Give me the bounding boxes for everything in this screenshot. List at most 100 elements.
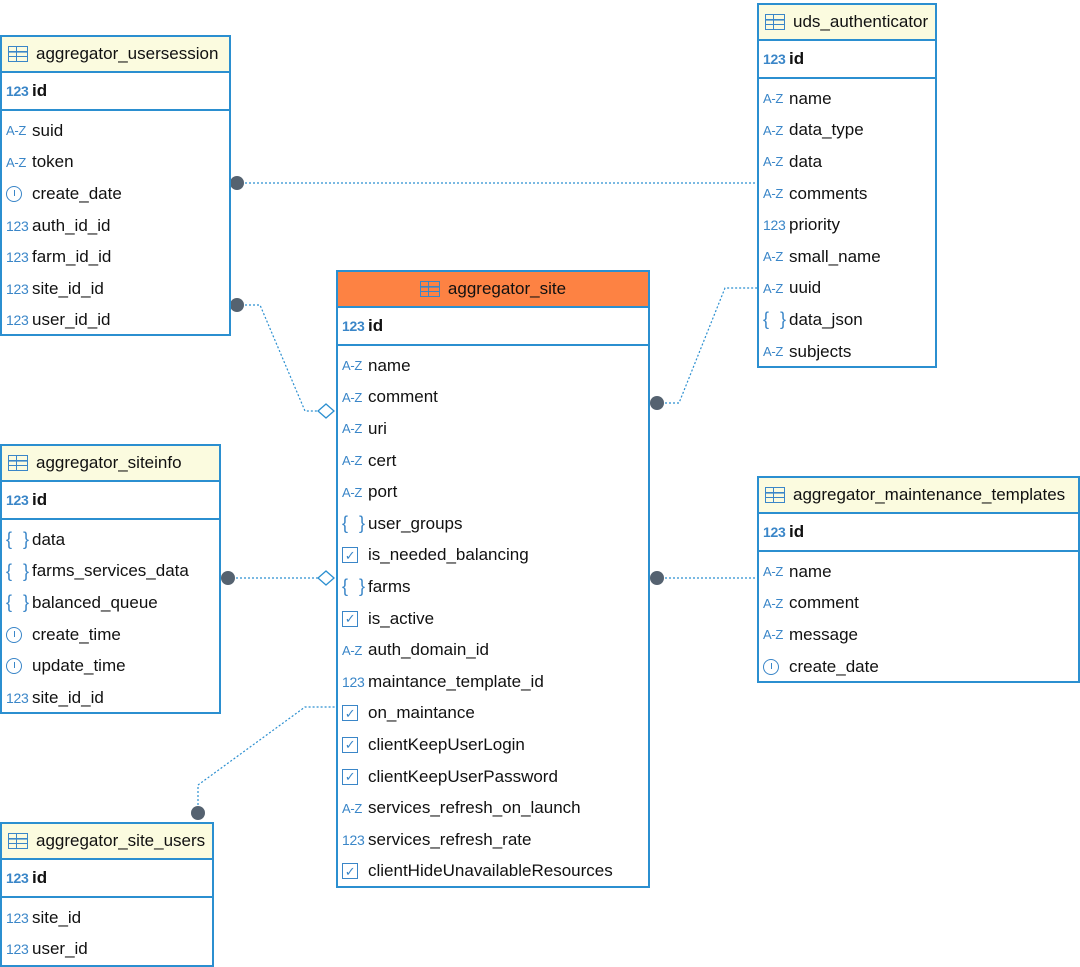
numeric-type-icon: 123	[6, 280, 29, 297]
column-name: name	[789, 561, 832, 581]
column-row[interactable]: create_time	[2, 619, 219, 651]
column-name: create_date	[32, 183, 122, 203]
column-row[interactable]: { }data_json	[759, 304, 935, 336]
text-type-icon: A-Z	[342, 389, 363, 405]
column-name: id	[32, 868, 48, 887]
column-row[interactable]: create_date	[2, 178, 229, 210]
entity-title: uds_authenticator	[793, 12, 929, 31]
column-name: farms	[368, 576, 411, 596]
column-row[interactable]: { }farms	[338, 571, 648, 603]
entity-header[interactable]: aggregator_site	[338, 272, 648, 308]
column-row[interactable]: { }balanced_queue	[2, 587, 219, 619]
numeric-type-icon: 123	[6, 249, 29, 266]
table-icon	[765, 14, 785, 30]
column-row[interactable]: update_time	[2, 650, 219, 682]
entity-header[interactable]: aggregator_maintenance_templates	[759, 478, 1078, 514]
column-row[interactable]: is_active	[338, 603, 648, 635]
column-name: name	[789, 88, 832, 108]
numeric-type-icon: 123	[6, 941, 29, 958]
entity-header[interactable]: aggregator_usersession	[2, 37, 229, 73]
text-type-icon: A-Z	[342, 453, 363, 469]
entity-header[interactable]: uds_authenticator	[759, 5, 935, 41]
column-row[interactable]: { }data	[2, 524, 219, 556]
json-type-icon: { }	[342, 513, 369, 534]
numeric-type-icon: 123	[6, 492, 29, 508]
column-name: data	[32, 529, 66, 549]
column-row[interactable]: clientKeepUserLogin	[338, 729, 648, 761]
link-endpoint-diamond	[317, 403, 335, 419]
column-name: comment	[789, 593, 859, 613]
column-row[interactable]: { }user_groups	[338, 508, 648, 540]
column-name: uri	[368, 418, 387, 438]
json-type-icon: { }	[342, 576, 369, 597]
column-row[interactable]: on_maintance	[338, 698, 648, 730]
entity-header[interactable]: aggregator_siteinfo	[2, 446, 219, 482]
entity-header[interactable]: aggregator_site_users	[2, 824, 212, 860]
column-name: auth_domain_id	[368, 640, 489, 660]
table-icon	[419, 281, 440, 297]
column-row[interactable]: clientKeepUserPassword	[338, 761, 648, 793]
datetime-type-icon	[6, 627, 32, 643]
text-type-icon: A-Z	[763, 122, 784, 138]
datetime-type-icon	[763, 659, 789, 675]
column-row[interactable]: { }farms_services_data	[2, 556, 219, 588]
column-row[interactable]: create_date	[759, 651, 1078, 683]
numeric-type-icon: 123	[6, 909, 29, 926]
column-name: id	[368, 316, 384, 335]
column-name: comment	[368, 387, 438, 407]
link-endpoint-diamond	[317, 570, 335, 586]
entity-title: aggregator_site_users	[36, 831, 206, 850]
entity-title: aggregator_siteinfo	[36, 453, 182, 472]
link-endpoint-dot	[230, 176, 244, 190]
entity-title: aggregator_site	[447, 279, 567, 298]
text-type-icon: A-Z	[342, 800, 363, 816]
column-row[interactable]: A-Z comment	[338, 382, 648, 414]
column-row[interactable]: is_needed_balancing	[338, 540, 648, 572]
column-name: site_id_id	[32, 687, 104, 707]
numeric-type-icon: 123	[342, 831, 365, 848]
column-name: clientKeepUserPassword	[368, 766, 558, 786]
column-row[interactable]: clientHideUnavailableResources	[338, 856, 648, 888]
